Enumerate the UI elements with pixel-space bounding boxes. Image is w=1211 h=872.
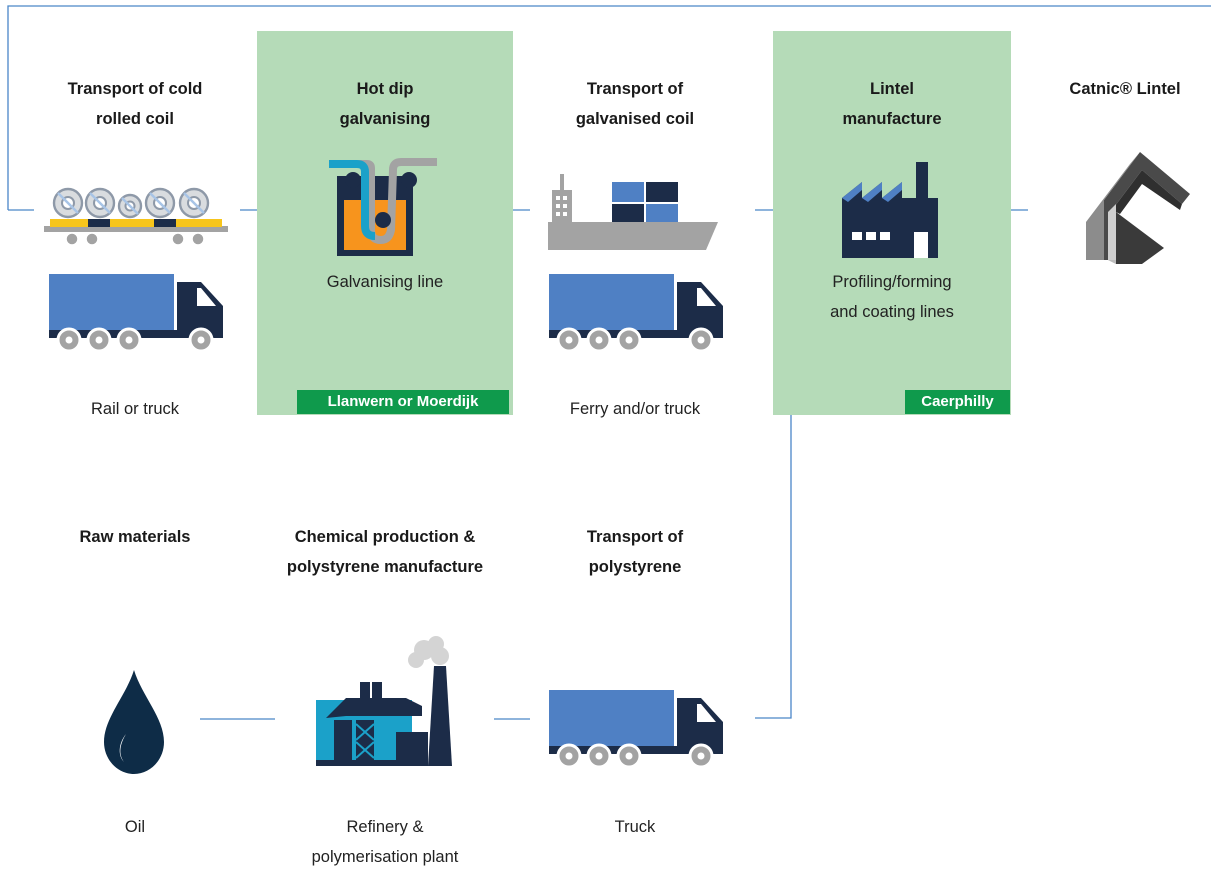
factory-icon (842, 162, 938, 258)
title-transport-polystyrene: Transport of polystyrene (586, 528, 684, 576)
ship-icon (548, 174, 718, 250)
title-chemical-production: Chemical production & polystyrene manufa… (286, 528, 484, 576)
label-refinery: Refinery & polymerisation plant (311, 818, 459, 866)
label-galvanising-line: Galvanising line (326, 273, 444, 291)
refinery-icon (316, 636, 452, 766)
truck-icon (549, 274, 723, 353)
truck-icon (49, 274, 223, 353)
label-profiling-forming: Profiling/forming and coating lines (830, 273, 954, 321)
title-lintel-manufacture: Lintel manufacture (842, 80, 942, 128)
galvanising-bath-icon (329, 158, 437, 256)
return-connector (7, 5, 1211, 210)
label-ferry-and-or-truck: Ferry and/or truck (569, 400, 701, 418)
rail-wagon-icon (44, 187, 228, 246)
oil-drop-icon (104, 670, 164, 774)
title-raw-materials: Raw materials (79, 528, 191, 546)
title-transport-cold-coil: Transport of cold rolled coil (67, 80, 203, 128)
truck-icon (549, 690, 723, 769)
lintel-icon (1086, 152, 1190, 264)
label-truck: Truck (614, 818, 656, 836)
lintel-location-badge: Caerphilly (905, 390, 1010, 414)
title-hot-dip-galvanising: Hot dip galvanising (339, 80, 431, 128)
label-rail-or-truck: Rail or truck (90, 400, 180, 418)
label-oil: Oil (124, 818, 146, 836)
title-transport-galvanised-coil: Transport of galvanised coil (575, 80, 695, 128)
title-catnic-lintel: Catnic® Lintel (1069, 80, 1181, 98)
galvanising-location-badge: Llanwern or Moerdijk (297, 390, 509, 414)
